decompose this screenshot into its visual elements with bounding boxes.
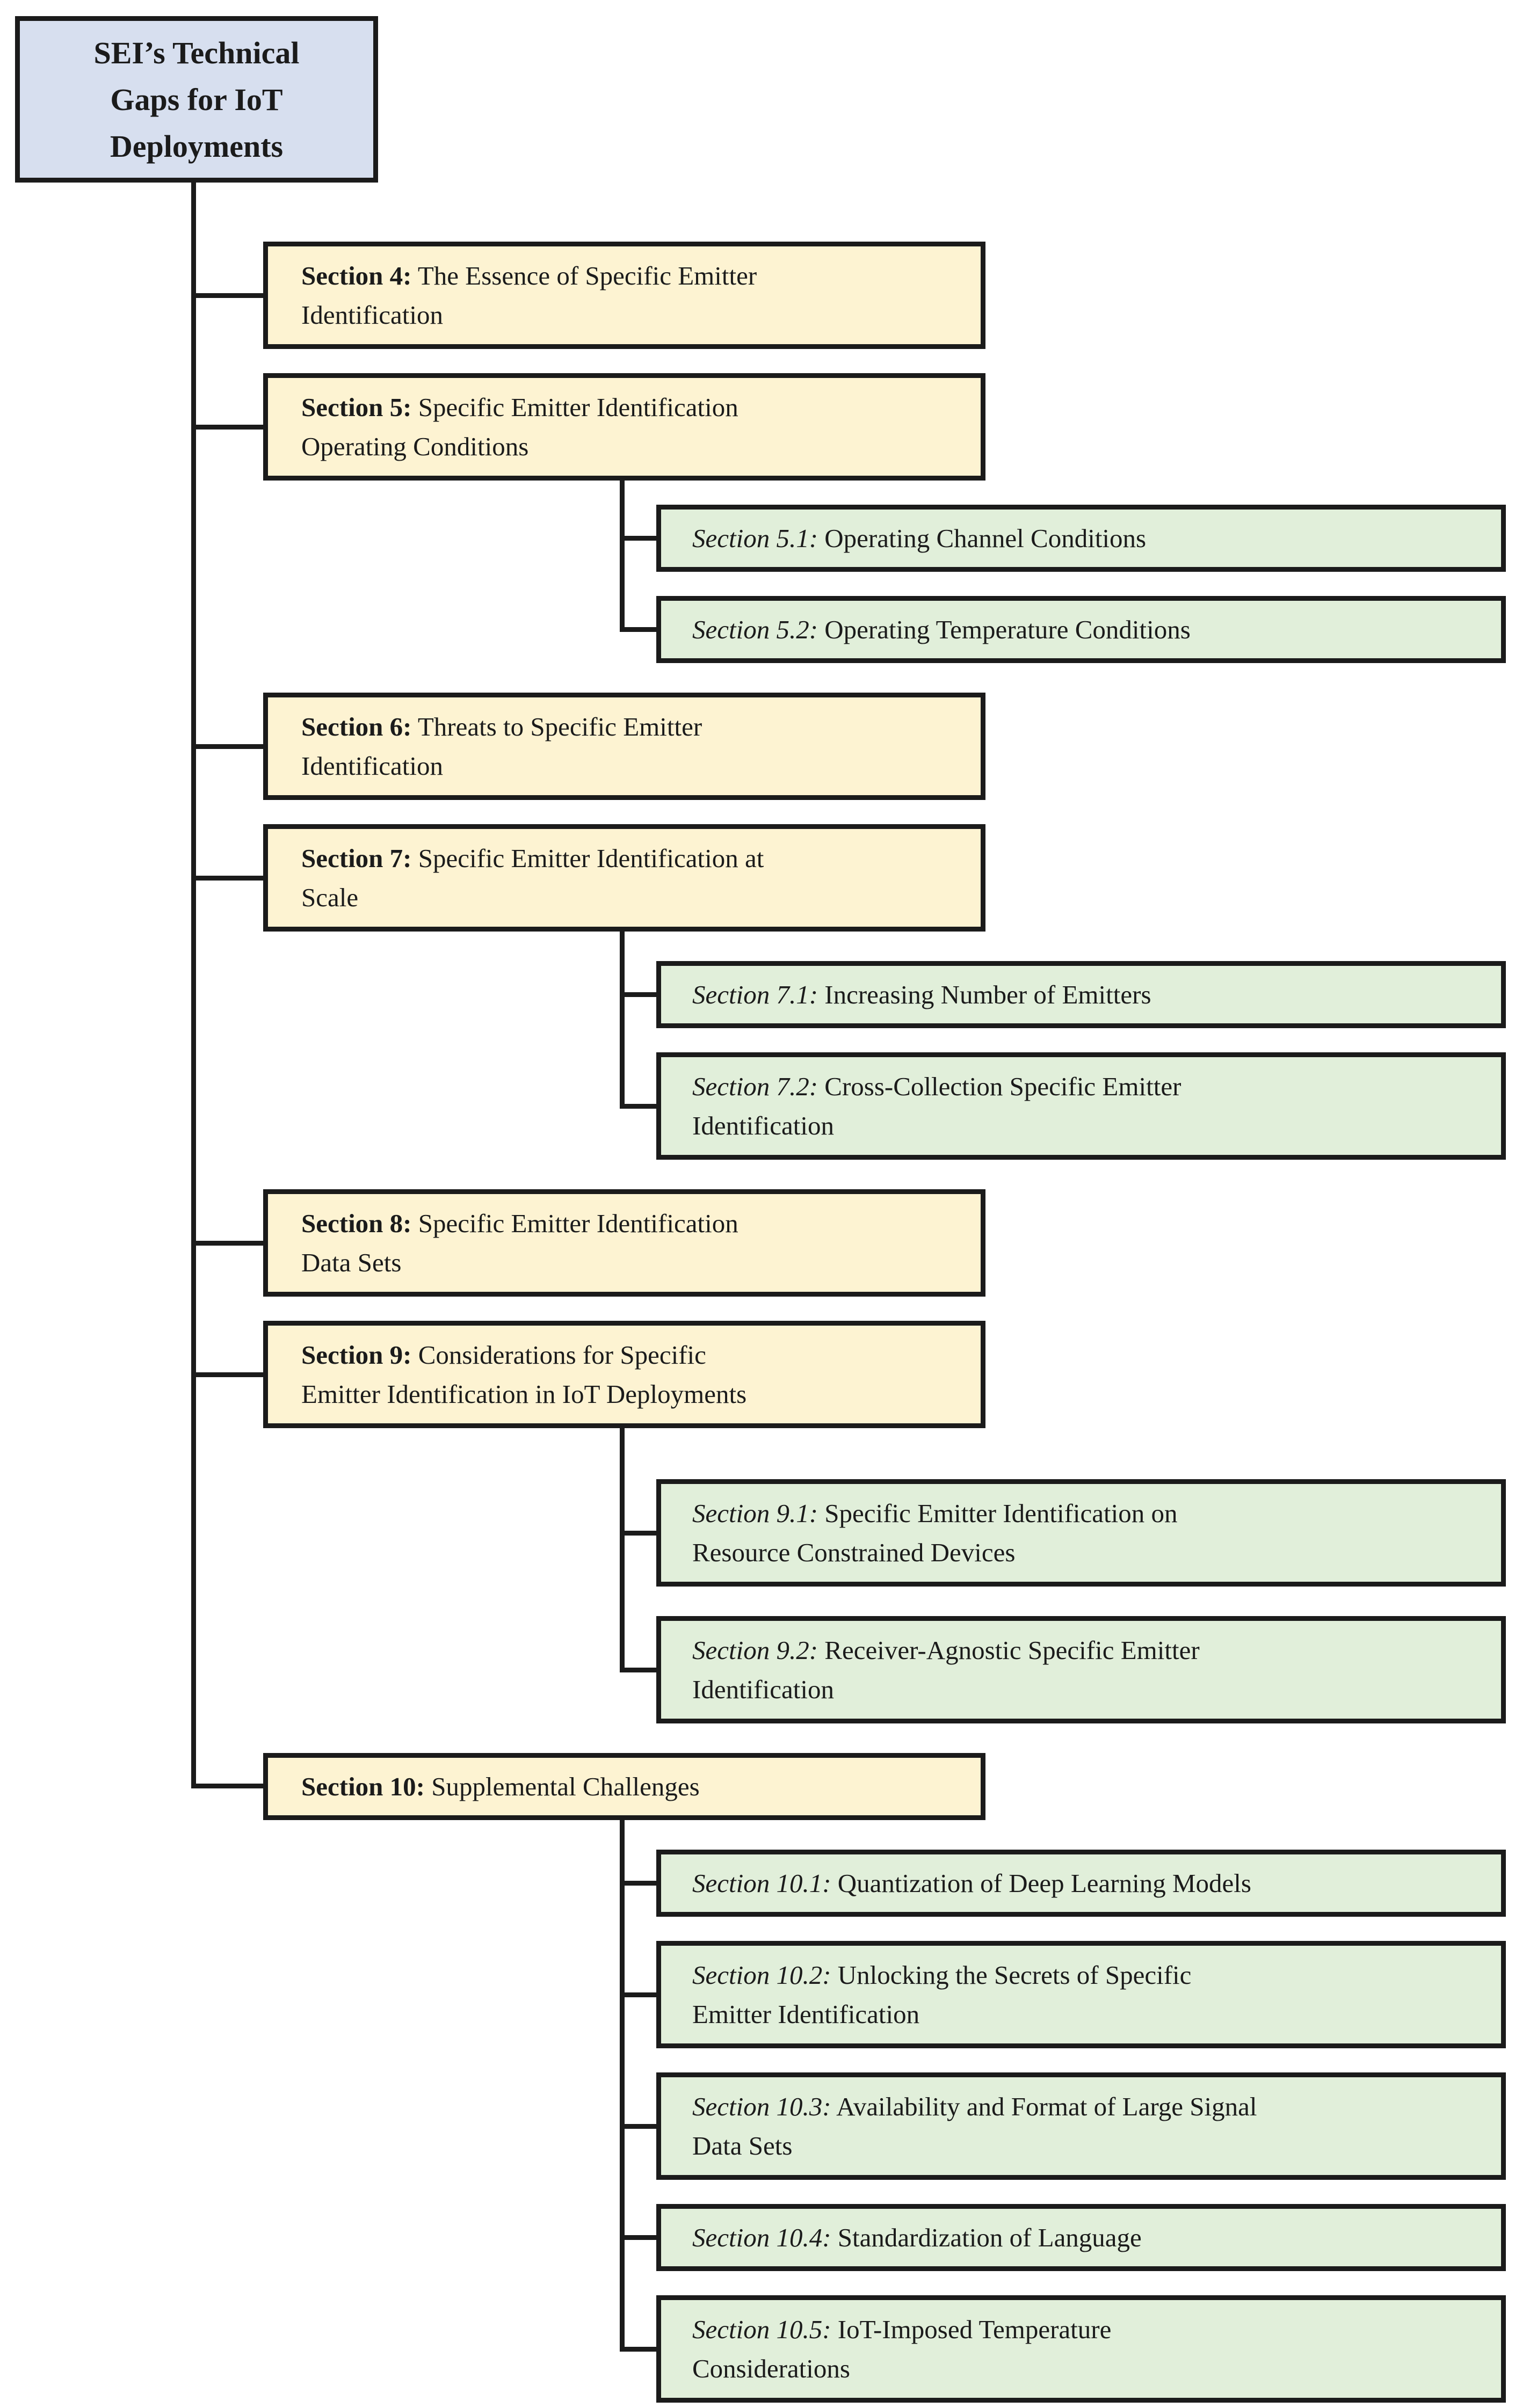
subsection-10-1-prefix: Section 10.1: [692, 1868, 831, 1898]
subsection-box-10-2: Section 10.2: Unlocking the Secrets of S… [656, 1941, 1506, 2048]
section-6-prefix: Section 6: [301, 711, 412, 741]
subsection-7-1-label: Section 7.1: Increasing Number of Emitte… [692, 975, 1151, 1015]
subsection-10-4-prefix: Section 10.4: [692, 2222, 831, 2252]
connector-section-7-1 [620, 992, 656, 997]
section-box-10: Section 10: Supplemental Challenges [263, 1753, 985, 1820]
subsection-5-1-title: Operating Channel Conditions [818, 523, 1147, 553]
subsection-box-10-4: Section 10.4: Standardization of Languag… [656, 2204, 1506, 2271]
subsection-7-2-prefix: Section 7.2: [692, 1071, 818, 1101]
connector-section-6 [191, 744, 263, 749]
subsection-box-5-2: Section 5.2: Operating Temperature Condi… [656, 596, 1506, 663]
subsection-box-10-5: Section 10.5: IoT-Imposed Temperature Co… [656, 2295, 1506, 2403]
section-box-7: Section 7: Specific Emitter Identificati… [263, 824, 985, 932]
connector-section-10-5 [620, 2347, 656, 2352]
subsection-box-10-1: Section 10.1: Quantization of Deep Learn… [656, 1850, 1506, 1917]
section-4-prefix: Section 4: [301, 260, 412, 290]
subtrunk-section-5 [620, 481, 625, 632]
subsection-10-5-label: Section 10.5: IoT-Imposed Temperature Co… [692, 2310, 1111, 2389]
subsection-10-1-title: Quantization of Deep Learning Models [831, 1868, 1251, 1898]
connector-section-7-2 [620, 1104, 656, 1109]
section-box-4: Section 4: The Essence of Specific Emitt… [263, 242, 985, 349]
connector-section-9-1 [620, 1531, 656, 1536]
section-8-title: Specific Emitter Identification Data Set… [301, 1208, 738, 1278]
subtrunk-section-7 [620, 932, 625, 1109]
section-9-prefix: Section 9: [301, 1340, 412, 1370]
connector-section-4 [191, 293, 263, 298]
subsection-box-9-2: Section 9.2: Receiver-Agnostic Specific … [656, 1616, 1506, 1723]
subsection-9-1-label: Section 9.1: Specific Emitter Identifica… [692, 1494, 1178, 1573]
connector-section-8 [191, 1241, 263, 1246]
subsection-box-9-1: Section 9.1: Specific Emitter Identifica… [656, 1479, 1506, 1587]
subsection-10-1-label: Section 10.1: Quantization of Deep Learn… [692, 1864, 1251, 1903]
subsection-box-7-1: Section 7.1: Increasing Number of Emitte… [656, 961, 1506, 1028]
connector-section-10-1 [620, 1881, 656, 1886]
subtrunk-section-10 [620, 1820, 625, 2352]
section-8-label: Section 8: Specific Emitter Identificati… [301, 1204, 738, 1283]
subsection-9-2-label: Section 9.2: Receiver-Agnostic Specific … [692, 1631, 1200, 1709]
connector-section-10-3 [620, 2124, 656, 2129]
subsection-10-4-label: Section 10.4: Standardization of Languag… [692, 2218, 1142, 2258]
connector-section-7 [191, 876, 263, 881]
section-10-label: Section 10: Supplemental Challenges [301, 1767, 700, 1807]
subsection-5-1-label: Section 5.1: Operating Channel Condition… [692, 519, 1146, 558]
subsection-7-1-title: Increasing Number of Emitters [818, 979, 1151, 1009]
subsection-5-1-prefix: Section 5.1: [692, 523, 818, 553]
subsection-10-2-title: Unlocking the Secrets of Specific Emitte… [692, 1960, 1192, 2029]
connector-section-9-2 [620, 1668, 656, 1672]
section-box-6: Section 6: Threats to Specific Emitter I… [263, 693, 985, 800]
section-7-prefix: Section 7: [301, 843, 412, 873]
subsection-10-3-prefix: Section 10.3: [692, 2091, 831, 2121]
root-title: SEI’s Technical Gaps for IoT Deployments [93, 35, 300, 164]
section-box-9: Section 9: Considerations for Specific E… [263, 1321, 985, 1428]
section-5-title: Specific Emitter Identification Operatin… [301, 392, 738, 462]
subsection-7-2-title: Cross-Collection Specific Emitter Identi… [692, 1071, 1181, 1141]
section-6-title: Threats to Specific Emitter Identificati… [301, 711, 702, 781]
main-trunk-line [191, 183, 196, 1788]
section-box-8: Section 8: Specific Emitter Identificati… [263, 1189, 985, 1297]
subsection-10-4-title: Standardization of Language [831, 2222, 1142, 2252]
section-5-label: Section 5: Specific Emitter Identificati… [301, 388, 738, 467]
section-9-title: Considerations for Specific Emitter Iden… [301, 1340, 747, 1409]
subsection-5-2-title: Operating Temperature Conditions [818, 614, 1191, 644]
connector-section-10 [191, 1784, 263, 1788]
section-8-prefix: Section 8: [301, 1208, 412, 1238]
subsection-9-2-title: Receiver-Agnostic Specific Emitter Ident… [692, 1635, 1200, 1705]
section-6-label: Section 6: Threats to Specific Emitter I… [301, 707, 702, 786]
root-box: SEI’s Technical Gaps for IoT Deployments [15, 16, 378, 183]
section-5-prefix: Section 5: [301, 392, 412, 422]
section-7-title: Specific Emitter Identification at Scale [301, 843, 764, 913]
section-10-title: Supplemental Challenges [425, 1771, 700, 1801]
subsection-9-1-prefix: Section 9.1: [692, 1498, 818, 1528]
connector-section-5 [191, 425, 263, 430]
subsection-5-2-label: Section 5.2: Operating Temperature Condi… [692, 610, 1191, 650]
subsection-10-2-prefix: Section 10.2: [692, 1960, 831, 1990]
subsection-7-1-prefix: Section 7.1: [692, 979, 818, 1009]
subsection-10-5-prefix: Section 10.5: [692, 2314, 831, 2344]
connector-section-10-4 [620, 2235, 656, 2240]
section-10-prefix: Section 10: [301, 1771, 425, 1801]
subsection-box-7-2: Section 7.2: Cross-Collection Specific E… [656, 1052, 1506, 1160]
subsection-9-2-prefix: Section 9.2: [692, 1635, 818, 1665]
subsection-box-10-3: Section 10.3: Availability and Format of… [656, 2072, 1506, 2180]
section-4-label: Section 4: The Essence of Specific Emitt… [301, 256, 757, 335]
subsection-10-2-label: Section 10.2: Unlocking the Secrets of S… [692, 1955, 1191, 2034]
subtrunk-section-9 [620, 1428, 625, 1672]
subsection-10-5-title: IoT-Imposed Temperature Considerations [692, 2314, 1112, 2384]
subsection-box-5-1: Section 5.1: Operating Channel Condition… [656, 505, 1506, 572]
subsection-7-2-label: Section 7.2: Cross-Collection Specific E… [692, 1067, 1181, 1146]
connector-section-5-2 [620, 627, 656, 632]
section-9-label: Section 9: Considerations for Specific E… [301, 1335, 746, 1414]
connector-section-5-1 [620, 536, 656, 541]
connector-section-9 [191, 1372, 263, 1377]
subsection-9-1-title: Specific Emitter Identification on Resou… [692, 1498, 1178, 1568]
subsection-10-3-label: Section 10.3: Availability and Format of… [692, 2087, 1257, 2166]
section-7-label: Section 7: Specific Emitter Identificati… [301, 839, 764, 918]
subsection-5-2-prefix: Section 5.2: [692, 614, 818, 644]
connector-section-10-2 [620, 1992, 656, 1997]
subsection-10-3-title: Availability and Format of Large Signal … [692, 2091, 1257, 2161]
section-box-5: Section 5: Specific Emitter Identificati… [263, 373, 985, 481]
section-4-title: The Essence of Specific Emitter Identifi… [301, 260, 757, 330]
